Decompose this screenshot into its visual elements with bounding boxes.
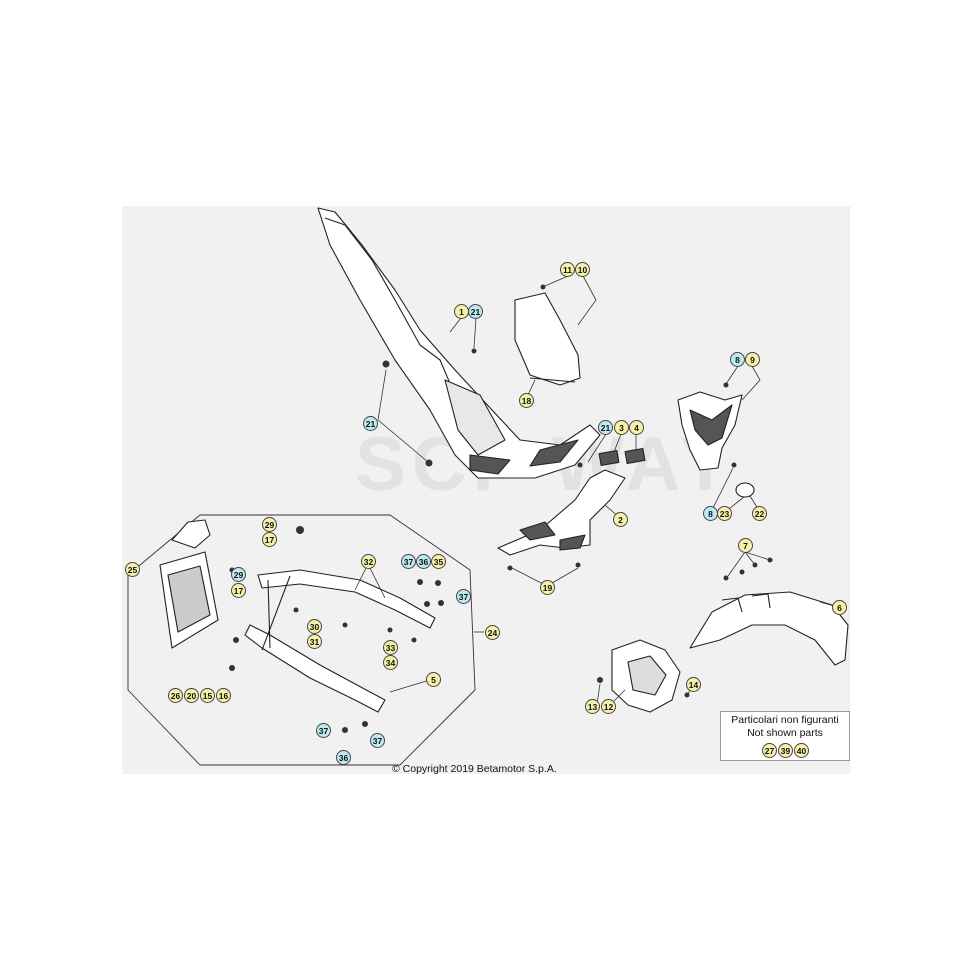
subframe-upper-part: [257, 569, 436, 629]
callout[interactable]: 34: [383, 655, 398, 670]
callout[interactable]: 5: [426, 672, 441, 687]
tail-light-part: [171, 519, 211, 549]
group-24-outline: [127, 514, 476, 766]
callout[interactable]: 15: [200, 688, 215, 703]
callout[interactable]: 24: [485, 625, 500, 640]
callout[interactable]: 17: [231, 583, 246, 598]
callout[interactable]: 14: [686, 677, 701, 692]
side-panel-part: [514, 292, 581, 386]
callout[interactable]: 26: [168, 688, 183, 703]
callout[interactable]: 18: [519, 393, 534, 408]
callout[interactable]: 2: [613, 512, 628, 527]
callout[interactable]: 10: [575, 262, 590, 277]
clamp-part: [735, 482, 755, 498]
callout[interactable]: 23: [717, 506, 732, 521]
front-fender-part: [689, 591, 849, 666]
note-italian: Particolari non figuranti: [731, 714, 839, 726]
callout[interactable]: 4: [629, 420, 644, 435]
copyright-text: © Copyright 2019 Betamotor S.p.A.: [392, 763, 557, 775]
callout[interactable]: 35: [431, 554, 446, 569]
callout[interactable]: 19: [540, 580, 555, 595]
callout[interactable]: 31: [307, 634, 322, 649]
note-english: Not shown parts: [747, 727, 823, 739]
callout[interactable]: 1: [454, 304, 469, 319]
callout[interactable]: 29: [231, 567, 246, 582]
callout[interactable]: 7: [738, 538, 753, 553]
callout[interactable]: 37: [401, 554, 416, 569]
callout[interactable]: 11: [560, 262, 575, 277]
callout[interactable]: 33: [383, 640, 398, 655]
diagram-background: [122, 206, 850, 774]
callout[interactable]: 21: [468, 304, 483, 319]
callout[interactable]: 13: [585, 699, 600, 714]
subframe-lower-part: [244, 624, 386, 713]
filter-pad-4: [624, 447, 646, 465]
callout[interactable]: 12: [601, 699, 616, 714]
callout[interactable]: 21: [363, 416, 378, 431]
callout[interactable]: 22: [752, 506, 767, 521]
filter-pad-3: [598, 449, 620, 467]
callout[interactable]: 3: [614, 420, 629, 435]
callout[interactable]: 17: [262, 532, 277, 547]
callout[interactable]: 20: [184, 688, 199, 703]
callout[interactable]: 29: [262, 517, 277, 532]
callout[interactable]: 36: [416, 554, 431, 569]
callout[interactable]: 30: [307, 619, 322, 634]
not-shown-parts-note: Particolari non figuranti Not shown part…: [720, 711, 850, 761]
callout[interactable]: 37: [370, 733, 385, 748]
callout[interactable]: 8: [730, 352, 745, 367]
callout[interactable]: 6: [832, 600, 847, 615]
airbox-cover-part: [497, 469, 626, 556]
callout[interactable]: 21: [598, 420, 613, 435]
callout[interactable]: 39: [778, 743, 793, 758]
callout[interactable]: 8: [703, 506, 718, 521]
callout[interactable]: 25: [125, 562, 140, 577]
callout[interactable]: 16: [216, 688, 231, 703]
callout[interactable]: 37: [456, 589, 471, 604]
callout[interactable]: 40: [794, 743, 809, 758]
callout[interactable]: 32: [361, 554, 376, 569]
callout[interactable]: 36: [336, 750, 351, 765]
callout[interactable]: 37: [316, 723, 331, 738]
callout[interactable]: 27: [762, 743, 777, 758]
callout[interactable]: 9: [745, 352, 760, 367]
